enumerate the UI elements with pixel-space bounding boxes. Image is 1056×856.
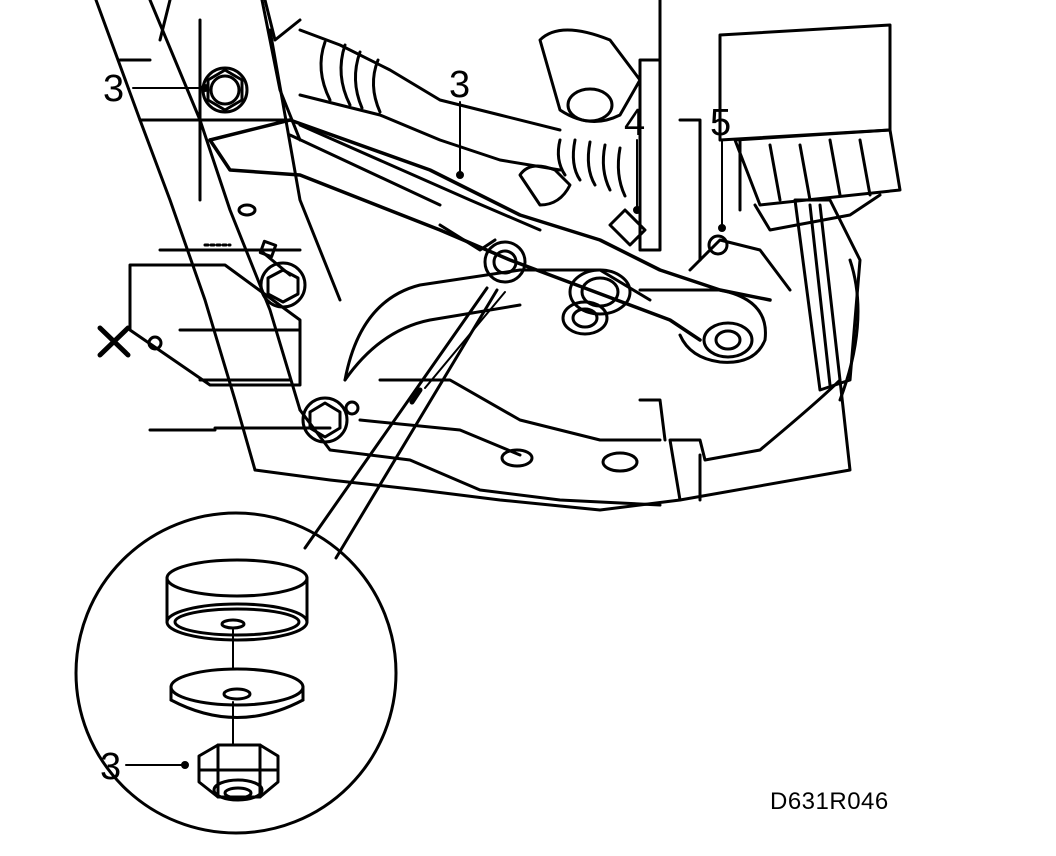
drive-shaft [298,28,642,198]
bolt-middle-left [259,261,307,309]
callout-part-5: 5 [710,102,732,144]
steering-knuckle [608,0,902,502]
callout-bolt-top-left: 3 [103,68,125,110]
subframe-bolts [201,66,360,444]
bolt-lower-left [301,396,360,444]
upper-bushing [165,558,309,642]
detail-circle [74,511,398,835]
callout-part-4: 4 [624,102,646,144]
detail-cone [303,286,506,560]
control-arm [208,118,772,382]
callout-nut-detail: 3 [100,746,122,788]
subframe-structure [94,0,682,512]
bolt-top-left [201,66,249,114]
callout-control-arm: 3 [449,64,471,106]
lock-nut [197,743,280,802]
washer [169,667,305,719]
figure-id-label: D631R046 [770,788,889,815]
leader-lines [125,84,726,769]
